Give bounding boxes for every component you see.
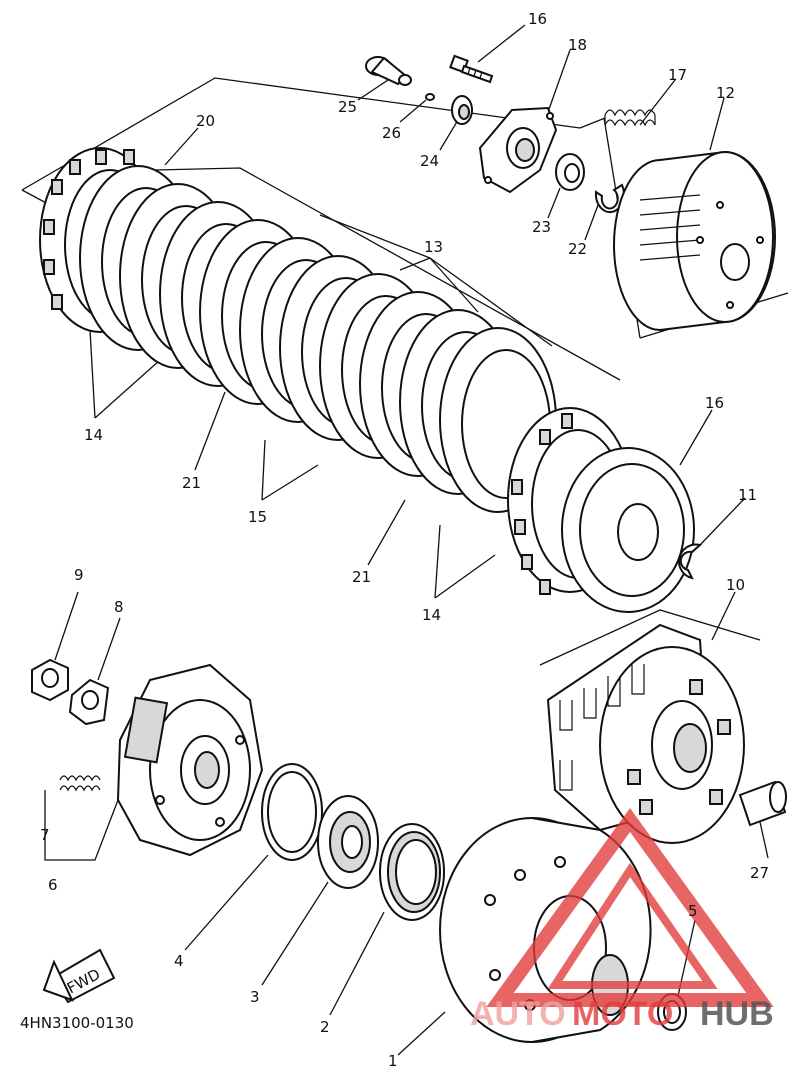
watermark-text-hub: HUB — [700, 995, 774, 1033]
label-9: 9 — [74, 566, 84, 584]
label-20: 20 — [196, 112, 215, 130]
one-way-clutch-2 — [379, 823, 445, 921]
label-6: 6 — [48, 876, 58, 894]
label-15: 15 — [248, 508, 267, 526]
label-14b: 14 — [422, 606, 441, 624]
label-21b: 21 — [352, 568, 371, 586]
label-1: 1 — [388, 1052, 398, 1070]
ring-4 — [261, 763, 323, 861]
label-26: 26 — [382, 124, 401, 142]
spring-7 — [59, 775, 101, 792]
label-22: 22 — [568, 240, 587, 258]
bearing-3 — [317, 795, 379, 889]
label-24: 24 — [420, 152, 439, 170]
washer-8 — [68, 678, 110, 726]
leader-2 — [329, 911, 385, 1016]
label-8: 8 — [114, 598, 124, 616]
label-4: 4 — [174, 952, 184, 970]
label-18: 16 — [528, 10, 547, 28]
leader-1 — [397, 1011, 446, 1056]
leader-10b — [711, 591, 736, 641]
washer-22 — [594, 183, 625, 214]
primary-clutch-6 — [116, 663, 264, 857]
watermark-text-auto: AUTO — [470, 995, 566, 1033]
label-23: 23 — [532, 218, 551, 236]
label-3: 3 — [250, 988, 260, 1006]
bearing-24 — [451, 95, 473, 125]
label-10: 10 — [726, 576, 745, 594]
label-17: 17 — [668, 66, 687, 84]
pin-26 — [425, 93, 435, 101]
bolt-25 — [365, 56, 412, 86]
label-27: 27 — [750, 864, 769, 882]
leader-8 — [97, 617, 121, 681]
leader-4 — [184, 854, 269, 951]
clutch-plate-stack — [39, 147, 633, 595]
label-5: 5 — [688, 902, 698, 920]
leader-6 — [44, 790, 119, 861]
clutch-boss-12 — [613, 150, 776, 331]
leader-10 — [539, 609, 761, 666]
washer-23 — [555, 153, 585, 191]
plate-19 — [478, 106, 558, 194]
drawing-code: 4HN3100-0130 — [20, 1014, 134, 1032]
spring-17 — [604, 109, 656, 127]
label-11: 11 — [738, 486, 757, 504]
pressure-plate-16 — [561, 447, 695, 613]
label-16: 16 — [705, 394, 724, 412]
leader-9 — [54, 591, 79, 661]
label-2: 2 — [320, 1018, 330, 1036]
nut-9 — [31, 658, 69, 702]
watermark-text-moto: MOTO — [572, 995, 673, 1033]
leader-3 — [261, 881, 329, 986]
label-19: 18 — [568, 36, 587, 54]
leader-27 — [759, 821, 769, 859]
bolt-18 — [449, 54, 494, 84]
clutch-housing-10 — [546, 623, 745, 844]
label-7: 7 — [40, 826, 50, 844]
label-14a: 14 — [84, 426, 103, 444]
part-labels: 16 18 17 12 25 26 20 24 23 22 13 16 14 2… — [40, 10, 769, 1070]
circlip-11 — [678, 543, 703, 580]
label-12: 12 — [716, 84, 735, 102]
label-21a: 21 — [182, 474, 201, 492]
leader-lines — [21, 24, 789, 599]
fwd-arrow-icon — [42, 948, 116, 1004]
label-25: 25 — [338, 98, 357, 116]
collar-27 — [738, 780, 787, 827]
watermark-logo — [486, 808, 774, 1007]
label-13: 13 — [424, 238, 443, 256]
